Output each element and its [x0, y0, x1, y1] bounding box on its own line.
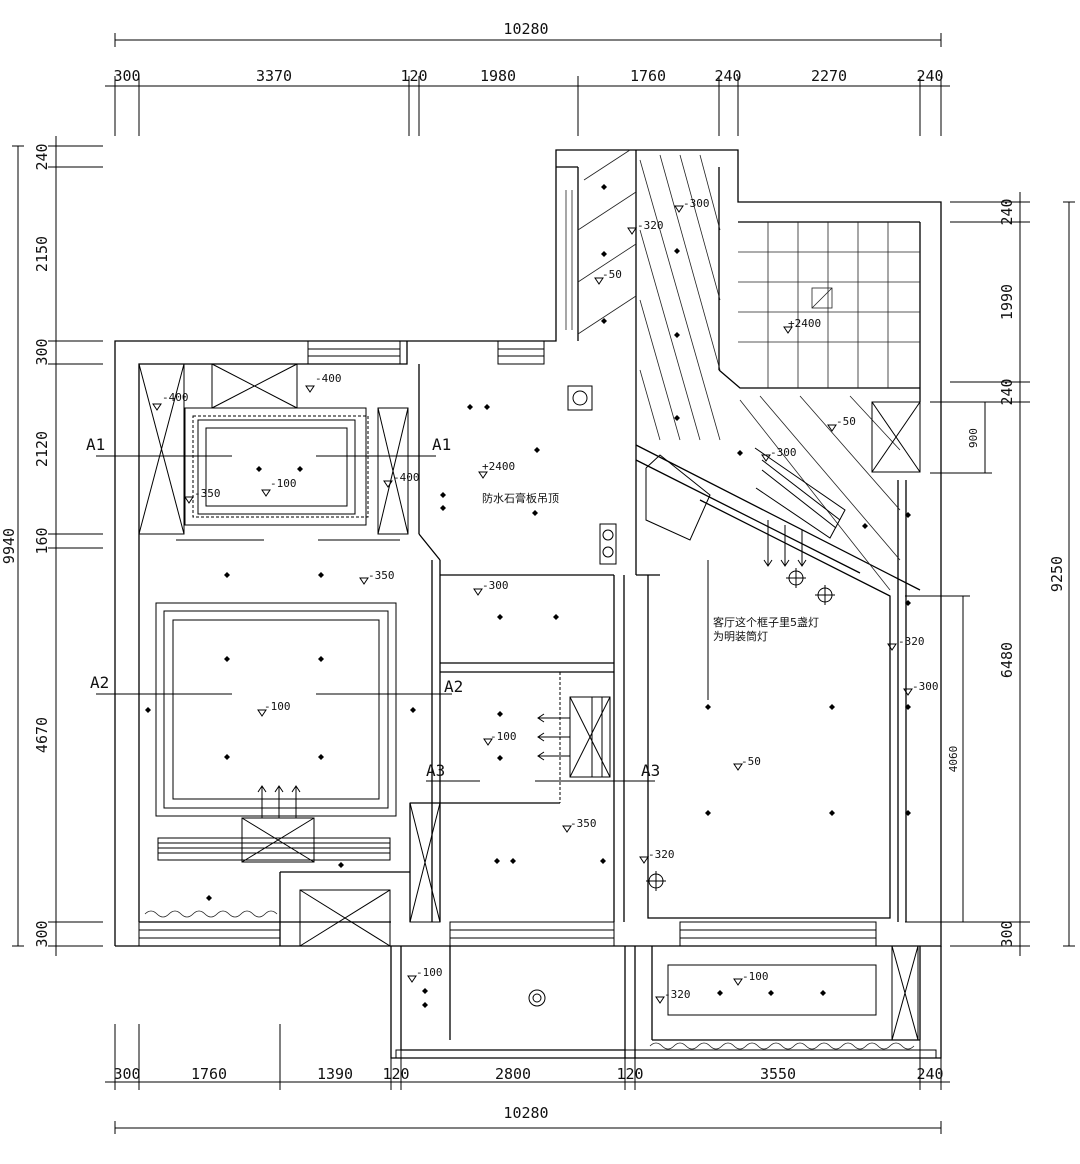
level-8: -320 [637, 219, 664, 232]
dim-right-3: 240 [998, 378, 1016, 405]
left-dimension-lines [12, 136, 103, 956]
level-14: -100 [264, 700, 291, 713]
dim-top-3: 120 [400, 67, 427, 85]
level-9: -50 [602, 268, 622, 281]
dim-bottom-5: 2800 [495, 1065, 531, 1083]
dim-top-5: 1760 [630, 67, 666, 85]
dim-bottom-6: 120 [616, 1065, 643, 1083]
pendant-lights [528, 568, 835, 1007]
level-12: -300 [770, 446, 797, 459]
level-4: -350 [194, 487, 221, 500]
dim-top-4: 1980 [480, 67, 516, 85]
dim-top-6: 240 [714, 67, 741, 85]
section-mark-a2-left: A2 [90, 673, 109, 692]
level-24: -320 [664, 988, 691, 1001]
dim-left-1: 240 [33, 143, 51, 170]
dim-left-7: 300 [33, 920, 51, 947]
dim-top-total: 10280 [503, 20, 548, 38]
dim-right-inner: 6480 [998, 642, 1016, 678]
dim-left-5: 160 [33, 527, 51, 554]
section-mark-a3-left: A3 [426, 761, 445, 780]
dim-bottom-8: 240 [916, 1065, 943, 1083]
windows [138, 340, 937, 1059]
dim-top-8: 240 [916, 67, 943, 85]
dim-bottom-3: 1390 [317, 1065, 353, 1083]
right-dimension-lines [905, 192, 1075, 956]
level-5: -100 [270, 477, 297, 490]
dim-left-total: 9940 [0, 528, 18, 564]
dim-top-1: 300 [113, 67, 140, 85]
level-21: -300 [912, 680, 939, 693]
level-23: -100 [742, 970, 769, 983]
top-dimension-lines [105, 33, 950, 136]
dim-left-4: 2120 [33, 431, 51, 467]
hatch-patterns [565, 149, 901, 591]
note-living-lights-1: 客厅这个框子里5盏灯 [713, 615, 819, 629]
airflow-arrows [257, 520, 807, 818]
level-13: -350 [368, 569, 395, 582]
level-2: -400 [315, 372, 342, 385]
level-7: -300 [683, 197, 710, 210]
level-18: -320 [648, 848, 675, 861]
bathroom-tile-grid [738, 222, 920, 388]
ceiling-frames [138, 363, 921, 1041]
dim-left-2: 2150 [33, 236, 51, 272]
level-10: +2400 [788, 317, 821, 330]
downlights [145, 184, 911, 1008]
walls [114, 149, 942, 1059]
section-lines [96, 455, 655, 782]
section-mark-a1-right: A1 [432, 435, 451, 454]
wave-lines [144, 910, 915, 1050]
dim-right-small: 900 [967, 428, 980, 448]
dim-right-total: 9250 [1048, 556, 1066, 592]
dim-bottom-1: 300 [113, 1065, 140, 1083]
level-1: -400 [162, 391, 189, 404]
level-11: -50 [836, 415, 856, 428]
level-20: -320 [898, 635, 925, 648]
note-living-lights-2: 为明装筒灯 [713, 629, 768, 643]
section-mark-a1-left: A1 [86, 435, 105, 454]
dim-bottom-right-300: 300 [998, 920, 1016, 947]
note-ceiling-material: 防水石膏板吊顶 [482, 491, 559, 505]
dim-top-2: 3370 [256, 67, 292, 85]
dim-bottom-total: 10280 [503, 1104, 548, 1122]
dim-right-2: 1990 [998, 284, 1016, 320]
dim-bottom-4: 120 [382, 1065, 409, 1083]
level-15: -300 [482, 579, 509, 592]
section-mark-a3-right: A3 [641, 761, 660, 780]
level-17: -350 [570, 817, 597, 830]
level-triangles [152, 205, 913, 1004]
dim-bottom-2: 1760 [191, 1065, 227, 1083]
dim-right-sub: 4060 [947, 746, 960, 773]
level-22: -100 [416, 966, 443, 979]
level-16: -100 [490, 730, 517, 743]
level-19: -50 [741, 755, 761, 768]
dim-right-1: 240 [998, 198, 1016, 225]
dim-bottom-7: 3550 [760, 1065, 796, 1083]
level-6: +2400 [482, 460, 515, 473]
dim-left-3: 300 [33, 338, 51, 365]
dim-left-6: 4670 [33, 717, 51, 753]
level-3: -400 [393, 471, 420, 484]
dim-top-7: 2270 [811, 67, 847, 85]
section-mark-a2-right: A2 [444, 677, 463, 696]
